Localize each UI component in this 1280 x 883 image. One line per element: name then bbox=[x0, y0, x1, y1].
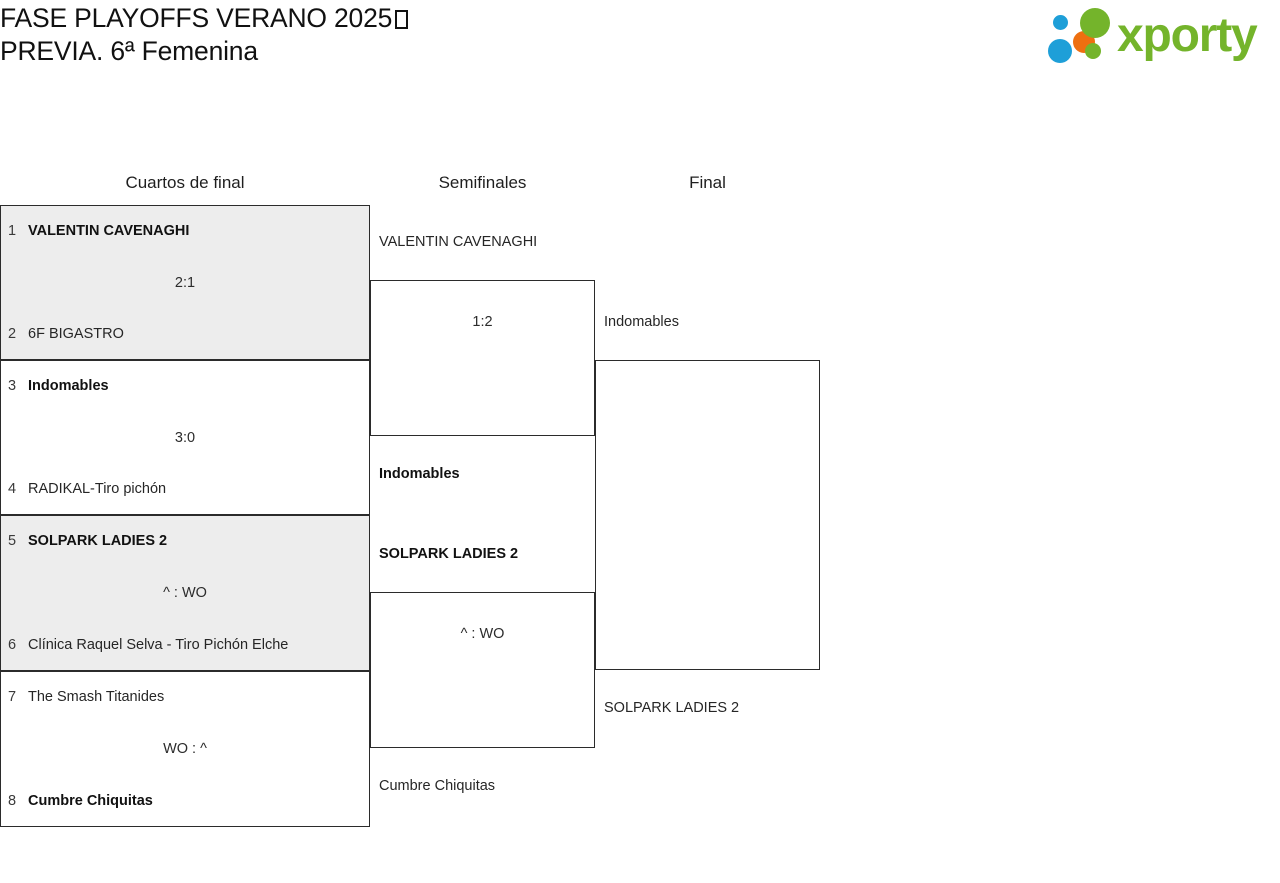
team-name: SOLPARK LADIES 2 bbox=[604, 700, 740, 716]
team-name: Indomables bbox=[379, 466, 460, 482]
seed-number: 7 bbox=[8, 689, 17, 705]
page-title-line-1: FASE PLAYOFFS VERANO 2025 bbox=[0, 2, 900, 35]
match-quarterfinal-1[interactable]: 1 VALENTIN CAVENAGHI 2:1 2 6F BIGASTRO bbox=[0, 205, 370, 360]
page-header: FASE PLAYOFFS VERANO 2025 PREVIA. 6ª Fem… bbox=[0, 0, 1280, 76]
team-name: Clínica Raquel Selva - Tiro Pichón Elche bbox=[28, 637, 289, 653]
team-name: SOLPARK LADIES 2 bbox=[379, 546, 519, 562]
match-score: 3:0 bbox=[174, 430, 196, 446]
seed-number: 3 bbox=[8, 378, 17, 394]
page-title-line-2: PREVIA. 6ª Femenina bbox=[0, 36, 258, 66]
tournament-bracket: Cuartos de final Semifinales Final 1 VAL… bbox=[0, 76, 1280, 876]
team-name: VALENTIN CAVENAGHI bbox=[379, 234, 538, 250]
match-slot-bottom: 6 Clínica Raquel Selva - Tiro Pichón Elc… bbox=[1, 636, 369, 654]
match-quarterfinal-3[interactable]: 5 SOLPARK LADIES 2 ^ : WO 6 Clínica Raqu… bbox=[0, 515, 370, 671]
match-slot-top: 1 VALENTIN CAVENAGHI bbox=[1, 222, 369, 240]
logo-dot-green-large-icon bbox=[1080, 8, 1110, 38]
seed-number: 4 bbox=[8, 481, 17, 497]
match-semifinal-2[interactable]: SOLPARK LADIES 2 ^ : WO Cumbre Chiquitas bbox=[370, 546, 595, 794]
logo-dot-blue-small-icon bbox=[1053, 15, 1068, 30]
logo-dot-green-small-icon bbox=[1085, 43, 1101, 59]
missing-glyph-icon bbox=[395, 10, 409, 29]
match-score: WO : ^ bbox=[163, 741, 207, 757]
match-score: ^ : WO bbox=[460, 626, 505, 642]
match-slot-bottom: Cumbre Chiquitas bbox=[371, 777, 594, 795]
team-name: Cumbre Chiquitas bbox=[28, 793, 153, 809]
match-slot-bottom: Indomables bbox=[371, 465, 594, 483]
round-header-semifinals: Semifinales bbox=[438, 173, 527, 192]
match-quarterfinal-2[interactable]: 3 Indomables 3:0 4 RADIKAL-Tiro pichón bbox=[0, 360, 370, 515]
round-header-final: Final bbox=[689, 173, 726, 192]
team-name: SOLPARK LADIES 2 bbox=[28, 533, 168, 549]
match-semifinal-1[interactable]: VALENTIN CAVENAGHI 1:2 Indomables bbox=[370, 234, 595, 482]
match-slot-top: 7 The Smash Titanides bbox=[1, 688, 369, 706]
match-quarterfinal-4[interactable]: 7 The Smash Titanides WO : ^ 8 Cumbre Ch… bbox=[0, 671, 370, 827]
match-slot-top: SOLPARK LADIES 2 bbox=[371, 545, 594, 563]
xporty-logo[interactable]: xporty bbox=[1042, 4, 1274, 70]
logo-wordmark: xporty bbox=[1117, 9, 1258, 62]
round-header-quarterfinals: Cuartos de final bbox=[125, 173, 245, 192]
team-name: VALENTIN CAVENAGHI bbox=[28, 223, 190, 239]
team-name: Indomables bbox=[28, 378, 109, 394]
team-name: Indomables bbox=[604, 314, 679, 330]
team-name: 6F BIGASTRO bbox=[28, 326, 124, 342]
team-name: The Smash Titanides bbox=[28, 689, 165, 705]
match-score: 2:1 bbox=[174, 275, 196, 291]
match-score: ^ : WO bbox=[163, 585, 207, 601]
match-score: 1:2 bbox=[472, 314, 493, 330]
logo-dot-blue-large-icon bbox=[1048, 39, 1072, 63]
page-title: FASE PLAYOFFS VERANO 2025 PREVIA. 6ª Fem… bbox=[0, 2, 900, 68]
seed-number: 8 bbox=[8, 793, 17, 809]
seed-number: 6 bbox=[8, 637, 17, 653]
seed-number: 5 bbox=[8, 533, 17, 549]
match-slot-bottom: 2 6F BIGASTRO bbox=[1, 325, 369, 343]
logo-dots bbox=[1046, 6, 1118, 68]
page-title-text-1: FASE PLAYOFFS VERANO 2025 bbox=[0, 3, 393, 33]
match-slot-bottom: 8 Cumbre Chiquitas bbox=[1, 792, 369, 810]
match-final[interactable]: Indomables SOLPARK LADIES 2 bbox=[595, 314, 820, 716]
team-name: RADIKAL-Tiro pichón bbox=[28, 481, 167, 497]
match-slot-bottom: SOLPARK LADIES 2 bbox=[596, 699, 819, 717]
seed-number: 2 bbox=[8, 326, 17, 342]
match-slot-top: 3 Indomables bbox=[1, 377, 369, 395]
match-slot-top: Indomables bbox=[596, 313, 819, 331]
team-name: Cumbre Chiquitas bbox=[379, 778, 496, 794]
match-slot-bottom: 4 RADIKAL-Tiro pichón bbox=[1, 480, 369, 498]
match-slot-top: VALENTIN CAVENAGHI bbox=[371, 233, 594, 251]
match-slot-top: 5 SOLPARK LADIES 2 bbox=[1, 532, 369, 550]
seed-number: 1 bbox=[8, 223, 17, 239]
